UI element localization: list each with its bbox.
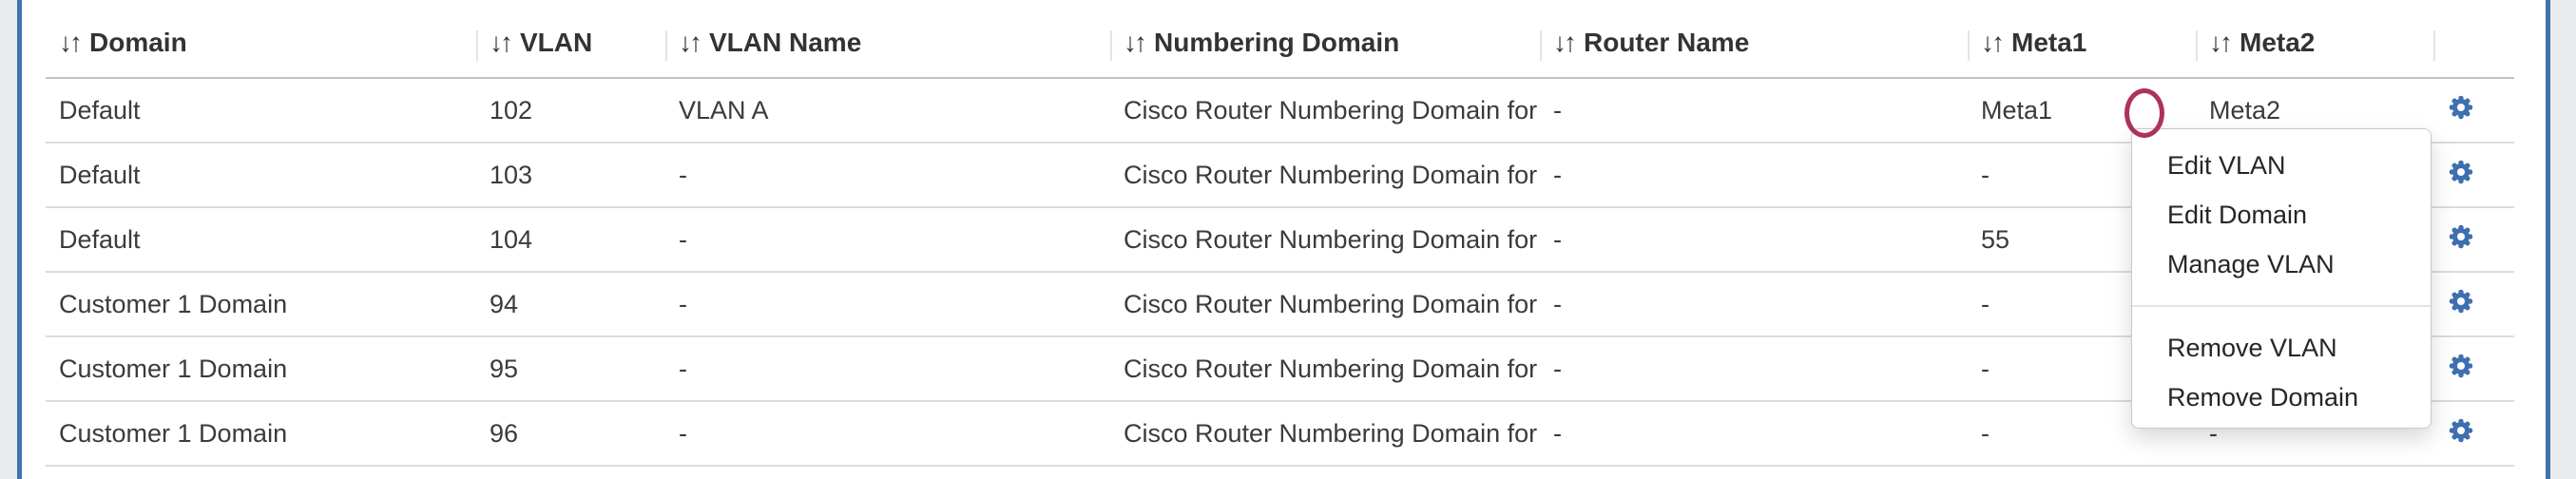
table-row: Customer 1 Domain 96 - Cisco Router Numb…	[46, 401, 2514, 467]
cell-vlan-name: VLAN A	[665, 78, 1110, 144]
menu-item-edit-domain[interactable]: Edit Domain	[2167, 201, 2308, 229]
cell-vlan: 94	[476, 272, 665, 337]
menu-item-remove-domain[interactable]: Remove Domain	[2167, 383, 2359, 412]
column-label-router-name: Router Name	[1584, 27, 1750, 57]
menu-divider	[2132, 305, 2431, 307]
cell-actions	[2433, 78, 2514, 144]
cell-vlan-name: -	[665, 207, 1110, 273]
cell-actions	[2433, 272, 2514, 337]
sort-arrows-icon: ↓↑	[59, 27, 83, 57]
page-left-gutter	[0, 0, 17, 479]
panel-right-border	[2546, 0, 2550, 479]
row-actions-button[interactable]	[2447, 287, 2475, 316]
cell-vlan: 95	[476, 336, 665, 402]
menu-item-manage-vlan[interactable]: Manage VLAN	[2167, 250, 2335, 278]
cell-router-name: -	[1540, 207, 1968, 273]
sort-arrows-icon: ↓↑	[490, 27, 513, 57]
cell-vlan-name: -	[665, 336, 1110, 402]
cell-router-name: -	[1540, 143, 1968, 208]
cell-numbering-domain: Cisco Router Numbering Domain for ...	[1110, 207, 1540, 273]
panel-left-border	[17, 0, 22, 479]
cell-numbering-domain: Cisco Router Numbering Domain for ...	[1110, 78, 1540, 144]
cell-numbering-domain: Cisco Router Numbering Domain for ...	[1110, 336, 1540, 402]
gear-icon	[2447, 416, 2475, 445]
cell-domain: Customer 1 Domain	[46, 336, 476, 402]
cell-actions	[2433, 401, 2514, 467]
row-actions-button[interactable]	[2447, 222, 2475, 251]
column-label-numbering-domain: Numbering Domain	[1154, 27, 1400, 57]
sort-arrows-icon: ↓↑	[1981, 27, 2005, 57]
gear-icon	[2447, 287, 2475, 316]
column-header-meta2[interactable]: ↓↑Meta2	[2196, 8, 2433, 79]
cell-router-name: -	[1540, 401, 1968, 467]
cell-vlan-name: -	[665, 272, 1110, 337]
sort-arrows-icon: ↓↑	[1124, 27, 1147, 57]
cell-actions	[2433, 336, 2514, 402]
cell-router-name: -	[1540, 272, 1968, 337]
column-header-meta1[interactable]: ↓↑Meta1	[1968, 8, 2196, 79]
sort-arrows-icon: ↓↑	[679, 27, 702, 57]
cell-domain: Default	[46, 78, 476, 144]
cell-vlan: 104	[476, 207, 665, 273]
gear-icon	[2447, 158, 2475, 186]
cell-router-name: -	[1540, 336, 1968, 402]
cell-domain: Default	[46, 143, 476, 208]
cell-domain: Customer 1 Domain	[46, 272, 476, 337]
cell-vlan: 96	[476, 401, 665, 467]
column-header-actions	[2433, 8, 2514, 79]
gear-icon	[2447, 222, 2475, 251]
column-label-vlan-name: VLAN Name	[709, 27, 862, 57]
table-row: Default 102 VLAN A Cisco Router Numberin…	[46, 78, 2514, 144]
table-header-row: ↓↑Domain ↓↑VLAN ↓↑VLAN Name ↓↑Numbering …	[46, 8, 2514, 79]
cell-numbering-domain: Cisco Router Numbering Domain for ...	[1110, 143, 1540, 208]
cell-domain: Default	[46, 207, 476, 273]
column-header-numbering-domain[interactable]: ↓↑Numbering Domain	[1110, 8, 1540, 79]
row-actions-button[interactable]	[2447, 93, 2475, 122]
cell-vlan-name: -	[665, 143, 1110, 208]
column-header-router-name[interactable]: ↓↑Router Name	[1540, 8, 1968, 79]
menu-item-edit-vlan[interactable]: Edit VLAN	[2167, 151, 2286, 180]
cell-vlan: 102	[476, 78, 665, 144]
column-label-meta2: Meta2	[2240, 27, 2316, 57]
column-label-meta1: Meta1	[2011, 27, 2087, 57]
cell-vlan-name: -	[665, 401, 1110, 467]
column-header-vlan[interactable]: ↓↑VLAN	[476, 8, 665, 79]
gear-icon	[2447, 352, 2475, 380]
sort-arrows-icon: ↓↑	[1553, 27, 1577, 57]
annotation-circle	[2124, 88, 2164, 138]
row-actions-button[interactable]	[2447, 416, 2475, 445]
column-label-vlan: VLAN	[520, 27, 593, 57]
context-menu: Edit VLAN Edit Domain Manage VLAN Remove…	[2131, 128, 2432, 429]
menu-item-remove-vlan[interactable]: Remove VLAN	[2167, 334, 2337, 362]
cell-actions	[2433, 143, 2514, 208]
sort-arrows-icon: ↓↑	[2209, 27, 2233, 57]
table-row: Customer 1 Domain 95 - Cisco Router Numb…	[46, 336, 2514, 402]
column-header-domain[interactable]: ↓↑Domain	[46, 8, 476, 79]
cell-router-name: -	[1540, 78, 1968, 144]
cell-domain: Customer 1 Domain	[46, 401, 476, 467]
cell-numbering-domain: Cisco Router Numbering Domain for ...	[1110, 401, 1540, 467]
cell-actions	[2433, 207, 2514, 273]
column-header-vlan-name[interactable]: ↓↑VLAN Name	[665, 8, 1110, 79]
cell-numbering-domain: Cisco Router Numbering Domain for ...	[1110, 272, 1540, 337]
cell-vlan: 103	[476, 143, 665, 208]
row-actions-button[interactable]	[2447, 158, 2475, 186]
page-right-gutter	[2550, 0, 2576, 479]
gear-icon	[2447, 93, 2475, 122]
row-actions-button[interactable]	[2447, 352, 2475, 380]
column-label-domain: Domain	[89, 27, 187, 57]
